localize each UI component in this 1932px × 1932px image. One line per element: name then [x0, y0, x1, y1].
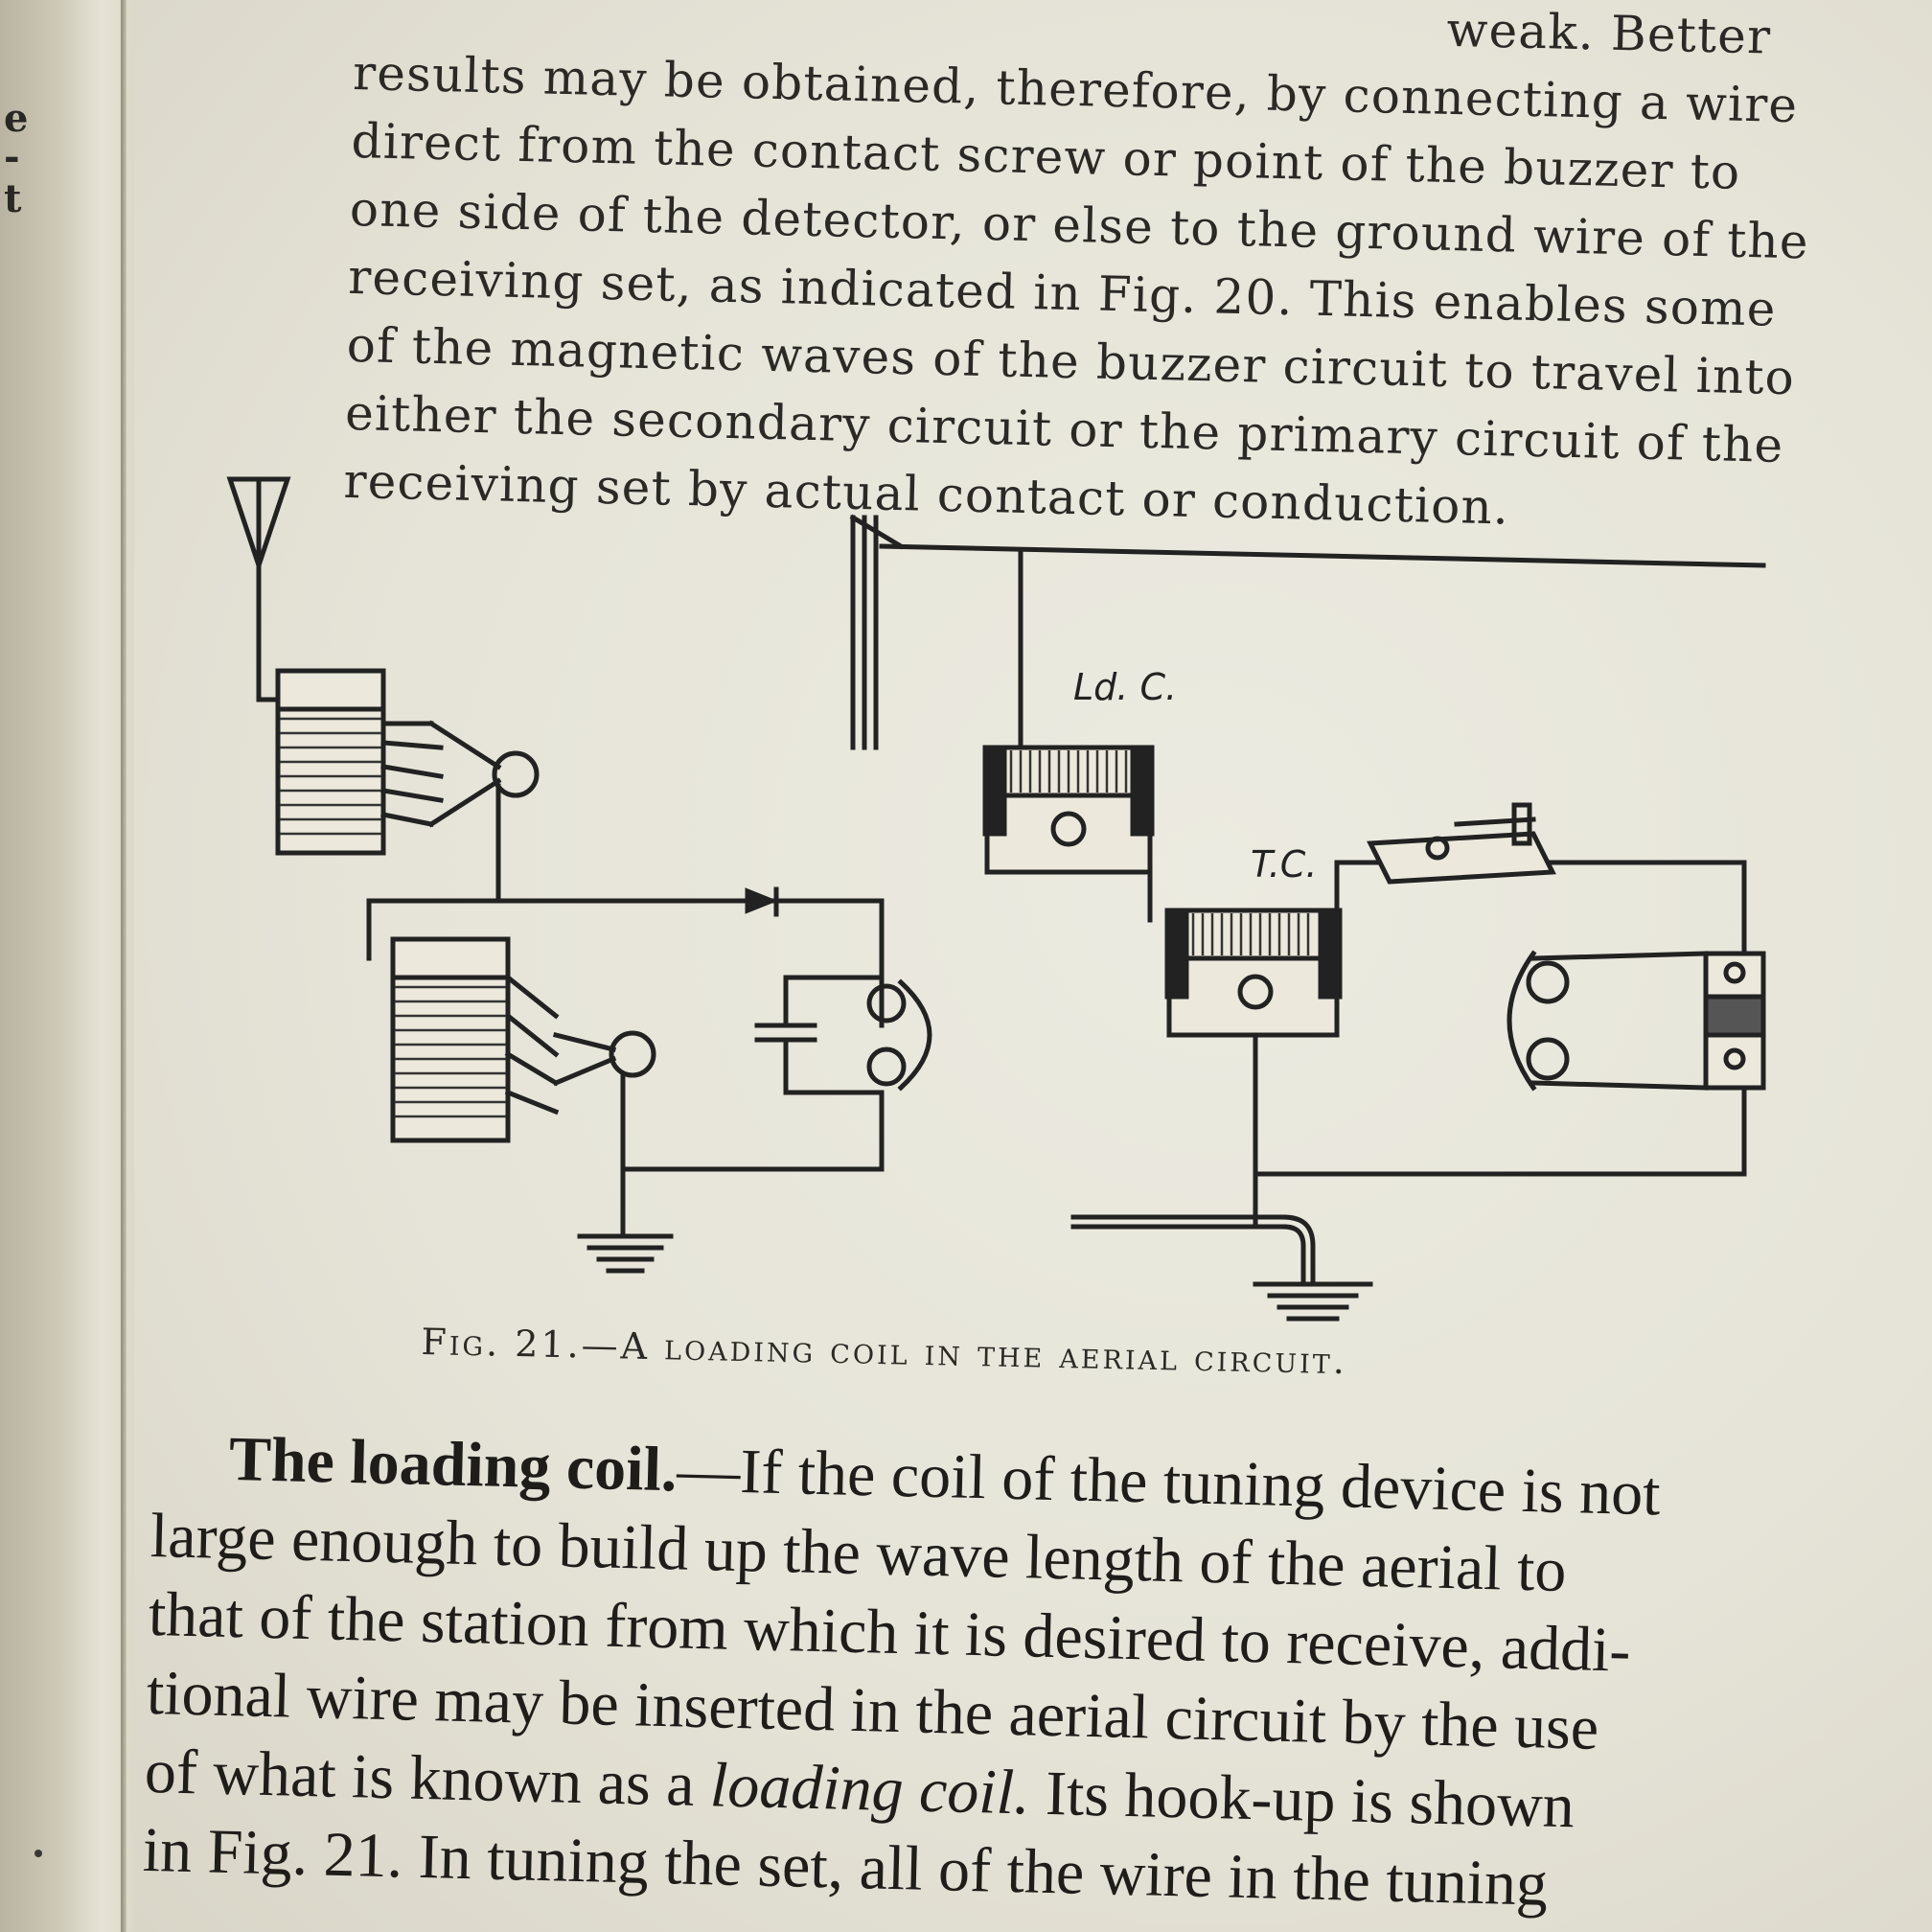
primary-coil — [275, 668, 386, 856]
ground-right — [1070, 1171, 1373, 1322]
circuit-diagram: Ld. C. T.C. — [226, 476, 1766, 1322]
antenna-symbol — [226, 476, 291, 702]
margin-fragment-3: t — [4, 176, 22, 221]
condenser-right — [1703, 951, 1766, 1091]
headphones-right — [1506, 950, 1709, 1092]
ground-left — [577, 1166, 674, 1274]
paragraph-bottom: The loading coil.—If the coil of the tun… — [142, 1418, 1821, 1930]
primary-taps — [380, 720, 540, 828]
binding-crease — [121, 0, 126, 1932]
text-line-content: Its hook-up is shown — [1028, 1758, 1576, 1842]
headphones — [866, 978, 932, 1092]
page-speck — [34, 1850, 42, 1857]
margin-fragment-1: e — [4, 96, 29, 141]
aerial-mast — [849, 514, 1766, 750]
margin-fragment-2: - — [4, 134, 20, 179]
section-heading: The loading coil. — [228, 1423, 678, 1506]
fixed-condenser — [754, 975, 885, 1095]
italic-term: loading coil. — [709, 1750, 1031, 1828]
detector-stand — [1367, 802, 1556, 885]
loading-coil-label: Ld. C. — [1073, 666, 1177, 708]
crystal-detector — [745, 886, 779, 917]
tuning-coil-label: T.C. — [1251, 843, 1317, 886]
text-line-content: of what is known as a — [144, 1736, 711, 1821]
book-gutter — [0, 0, 134, 1932]
secondary-coil — [390, 936, 656, 1143]
figure-number: Fig. 21. — [421, 1321, 583, 1367]
